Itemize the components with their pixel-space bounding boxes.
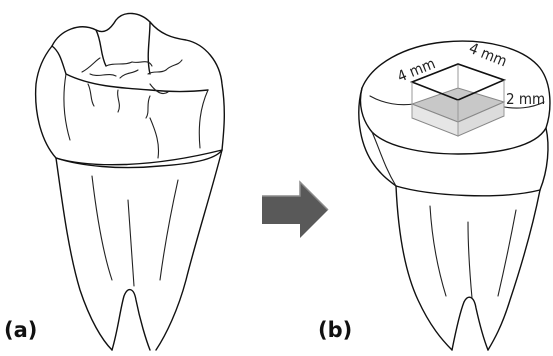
intact-tooth-icon [36, 13, 225, 350]
prepared-tooth-icon [359, 41, 550, 350]
panel-label-b: (b) [318, 318, 352, 342]
right-arrow-icon [262, 182, 328, 238]
cavity-depth-label: 2 mm [506, 90, 545, 108]
panel-label-a: (a) [4, 318, 37, 342]
